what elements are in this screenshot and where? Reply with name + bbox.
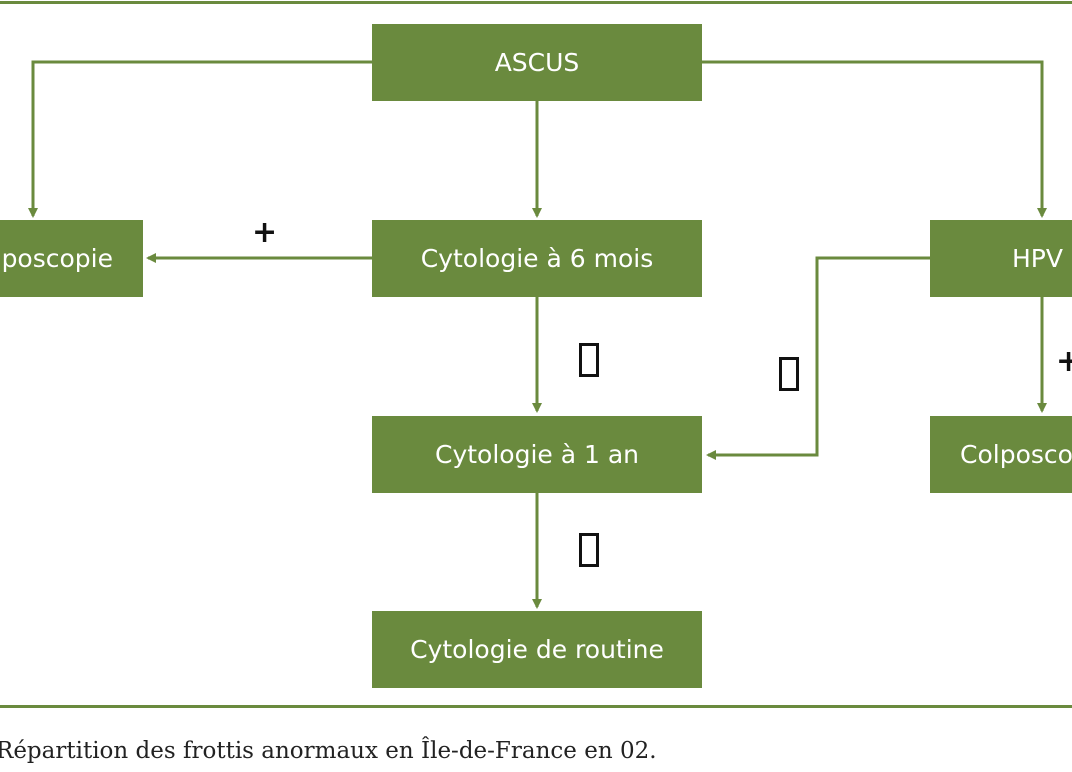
label-positive-left: +: [252, 215, 278, 250]
negative-marker-1-an: [579, 533, 599, 567]
node-colposcopie-left-label: poscopie: [1, 244, 113, 273]
node-ascus-label: ASCUS: [494, 48, 580, 77]
node-colposcopie-right: Colposco: [930, 416, 1072, 493]
node-cytologie-routine-label: Cytologie de routine: [410, 635, 664, 664]
node-cytologie-6-mois-label: Cytologie à 6 mois: [420, 244, 654, 273]
edge-hpv-to-cytologie-1-an: [706, 256, 930, 460]
node-cytologie-1-an-label: Cytologie à 1 an: [434, 440, 640, 469]
node-cytologie-6-mois: Cytologie à 6 mois: [372, 220, 702, 297]
edge-ascus-to-colposcopie-left: [28, 60, 372, 218]
bottom-rule: [0, 705, 1072, 708]
negative-marker-6-mois: [579, 343, 599, 377]
node-cytologie-routine: Cytologie de routine: [372, 611, 702, 688]
label-positive-right: +: [1056, 344, 1072, 379]
node-colposcopie-left: poscopie: [0, 220, 143, 297]
figure-caption: Répartition des frottis anormaux en Île-…: [0, 738, 657, 764]
node-hpv-label: HPV: [1012, 244, 1063, 273]
top-rule: [0, 1, 1072, 4]
edge-ascus-to-hpv: [702, 60, 1047, 218]
node-ascus: ASCUS: [372, 24, 702, 101]
node-cytologie-1-an: Cytologie à 1 an: [372, 416, 702, 493]
node-colposcopie-right-label: Colposco: [960, 440, 1072, 469]
node-hpv: HPV: [930, 220, 1072, 297]
negative-marker-hpv: [779, 357, 799, 391]
